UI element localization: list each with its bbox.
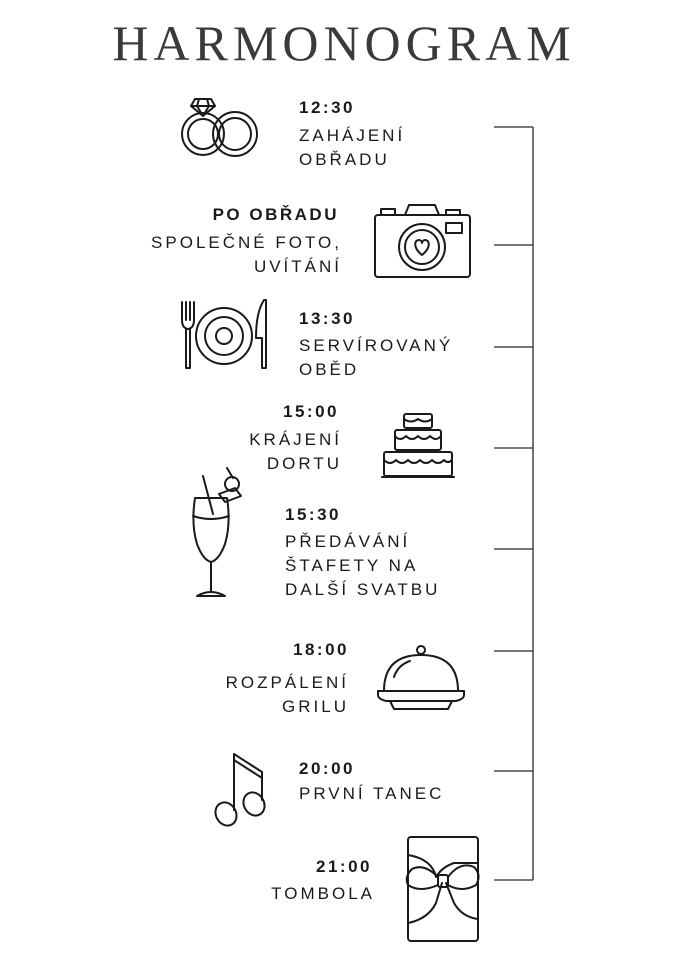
event-time: 18:00 [293,640,349,659]
event-time: 20:00 [299,759,355,778]
plate-cutlery-icon [181,299,267,369]
wedding-rings-icon [181,98,258,157]
event-description: ZAHÁJENÍ OBŘADU [299,124,405,172]
event-description: SERVÍROVANÝ OBĚD [299,334,453,382]
cloche-icon [377,645,465,710]
event-time: 21:00 [316,857,372,876]
event-line: PRVNÍ TANEC [299,784,445,803]
event-line: OBŘADU [299,150,390,169]
event-line: SPOLEČNÉ FOTO, [151,233,342,252]
camera-heart-icon [374,204,471,278]
page-title: HARMONOGRAM [112,15,576,71]
event-line: OBĚD [299,360,360,379]
event-line: ZAHÁJENÍ [299,126,406,145]
music-note-icon [214,753,266,827]
event-time: PO OBŘADU [212,205,339,224]
event-line: DALŠÍ SVATBU [285,580,441,599]
event-description: PRVNÍ TANEC [299,782,444,806]
event-description: TOMBOLA [271,882,375,906]
event-line: KRÁJENÍ [249,430,342,449]
event-description: PŘEDÁVÁNÍ ŠTAFETY NA DALŠÍ SVATBU [285,530,440,602]
event-line: GRILU [282,697,349,716]
event-time: 15:30 [285,505,341,524]
event-description: ROZPÁLENÍ GRILU [226,671,349,719]
event-line: ŠTAFETY NA [285,556,419,575]
event-description: KRÁJENÍ DORTU [249,428,342,476]
event-line: TOMBOLA [271,884,375,903]
event-line: ROZPÁLENÍ [225,673,349,692]
event-line: SERVÍROVANÝ [299,336,454,355]
event-time: 15:00 [283,402,339,421]
event-time: 12:30 [299,98,355,117]
event-line: DORTU [266,454,342,473]
event-description: SPOLEČNÉ FOTO, UVÍTÁNÍ [151,231,342,279]
event-time: 13:30 [299,309,355,328]
gift-box-icon [405,836,480,942]
wedding-cake-icon [381,413,455,478]
cocktail-glass-icon [192,467,242,597]
event-line: UVÍTÁNÍ [253,257,342,276]
event-line: PŘEDÁVÁNÍ [285,532,411,551]
